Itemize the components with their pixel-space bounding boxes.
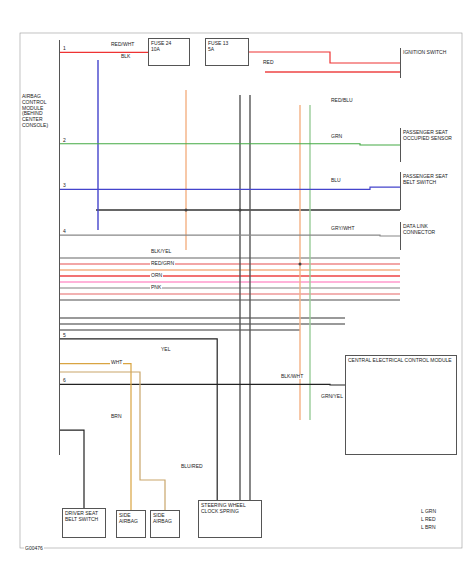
- clock-spring: STEERING WHEEL CLOCK SPRING: [198, 500, 262, 538]
- node-label: 5A: [208, 47, 246, 53]
- fuse-box: FUSE 2410A: [148, 38, 190, 66]
- node-label: (BEHIND CENTER CONSOLE): [22, 111, 57, 128]
- wire-color: WHT: [110, 360, 123, 365]
- wire-color: RED/WHT: [110, 42, 135, 47]
- wire-color: YEL: [160, 347, 171, 352]
- pin-number: 5: [62, 333, 67, 338]
- wire-color: RED/GRN: [150, 261, 175, 266]
- wire: [60, 234, 400, 236]
- wire: [60, 384, 345, 386]
- control-module: AIRBAG CONTROL MODULE(BEHIND CENTER CONS…: [20, 40, 60, 455]
- wire-color: GRY/WHT: [330, 226, 356, 231]
- wire-color: RED/BLU: [330, 98, 354, 103]
- harness-lines: [60, 60, 400, 500]
- wire: [60, 144, 400, 145]
- node-label: IGNITION SWITCH: [403, 50, 460, 56]
- switch-box: IGNITION SWITCH: [400, 48, 462, 78]
- wire-color: L BRN: [420, 525, 437, 530]
- sensor-box: PASSENGER SEAT OCCUPIED SENSOR: [400, 128, 462, 162]
- wire: [60, 372, 165, 510]
- node-label: PASSENGER SEAT OCCUPIED SENSOR: [403, 130, 460, 142]
- wire-color: BLU/RED: [180, 464, 204, 469]
- wire-color: L RED: [420, 517, 437, 522]
- switch-box: DRIVER SEAT BELT SWITCH: [62, 508, 106, 538]
- splice-dots: [185, 209, 302, 266]
- wire-color: BLK: [120, 54, 131, 59]
- wire-color: GRN/YEL: [320, 394, 344, 399]
- node-label: SIDE AIRBAG: [119, 513, 143, 525]
- frame: [20, 33, 462, 548]
- pin-number: 4: [62, 229, 67, 234]
- node-label: DRIVER SEAT BELT SWITCH: [65, 511, 103, 523]
- control-module: CENTRAL ELECTRICAL CONTROL MODULE: [345, 355, 457, 455]
- pin-number: 2: [62, 138, 67, 143]
- fuse-box: FUSE 135A: [205, 38, 249, 66]
- node-label: STEERING WHEEL CLOCK SPRING: [201, 503, 259, 515]
- wire-color: BLK/YEL: [150, 249, 172, 254]
- pin-number: 1: [62, 46, 67, 51]
- wire-color: L GRN: [420, 509, 437, 514]
- node-label: DATA LINK CONNECTOR: [403, 224, 460, 236]
- wire: [60, 430, 84, 508]
- wire-color: G00476: [24, 546, 44, 551]
- node-label: PASSENGER SEAT BELT SWITCH: [403, 174, 460, 186]
- wire-color: RED: [262, 60, 275, 65]
- node-label: 10A: [151, 47, 187, 53]
- node-label: AIRBAG CONTROL MODULE: [22, 94, 57, 111]
- pin-number: 6: [62, 378, 67, 383]
- wire-color: PNK: [150, 285, 162, 290]
- airbag-connector: SIDE AIRBAG: [116, 510, 146, 538]
- wire-color: ORN: [150, 273, 163, 278]
- wire: [60, 51, 148, 53]
- wire-color: BLK/WHT: [280, 374, 304, 379]
- switch-box: PASSENGER SEAT BELT SWITCH: [400, 172, 462, 210]
- connector-box: DATA LINK CONNECTOR: [400, 222, 462, 250]
- wire: [60, 364, 131, 510]
- wire: [60, 187, 400, 189]
- wire-color: BLU: [330, 178, 342, 183]
- node-label: CENTRAL ELECTRICAL CONTROL MODULE: [348, 358, 454, 364]
- node-label: SIDE AIRBAG: [153, 513, 177, 525]
- airbag-connector: SIDE AIRBAG: [150, 510, 180, 538]
- wire-color: GRN: [330, 134, 343, 139]
- wire-color: BRN: [110, 414, 123, 419]
- pin-number: 3: [62, 183, 67, 188]
